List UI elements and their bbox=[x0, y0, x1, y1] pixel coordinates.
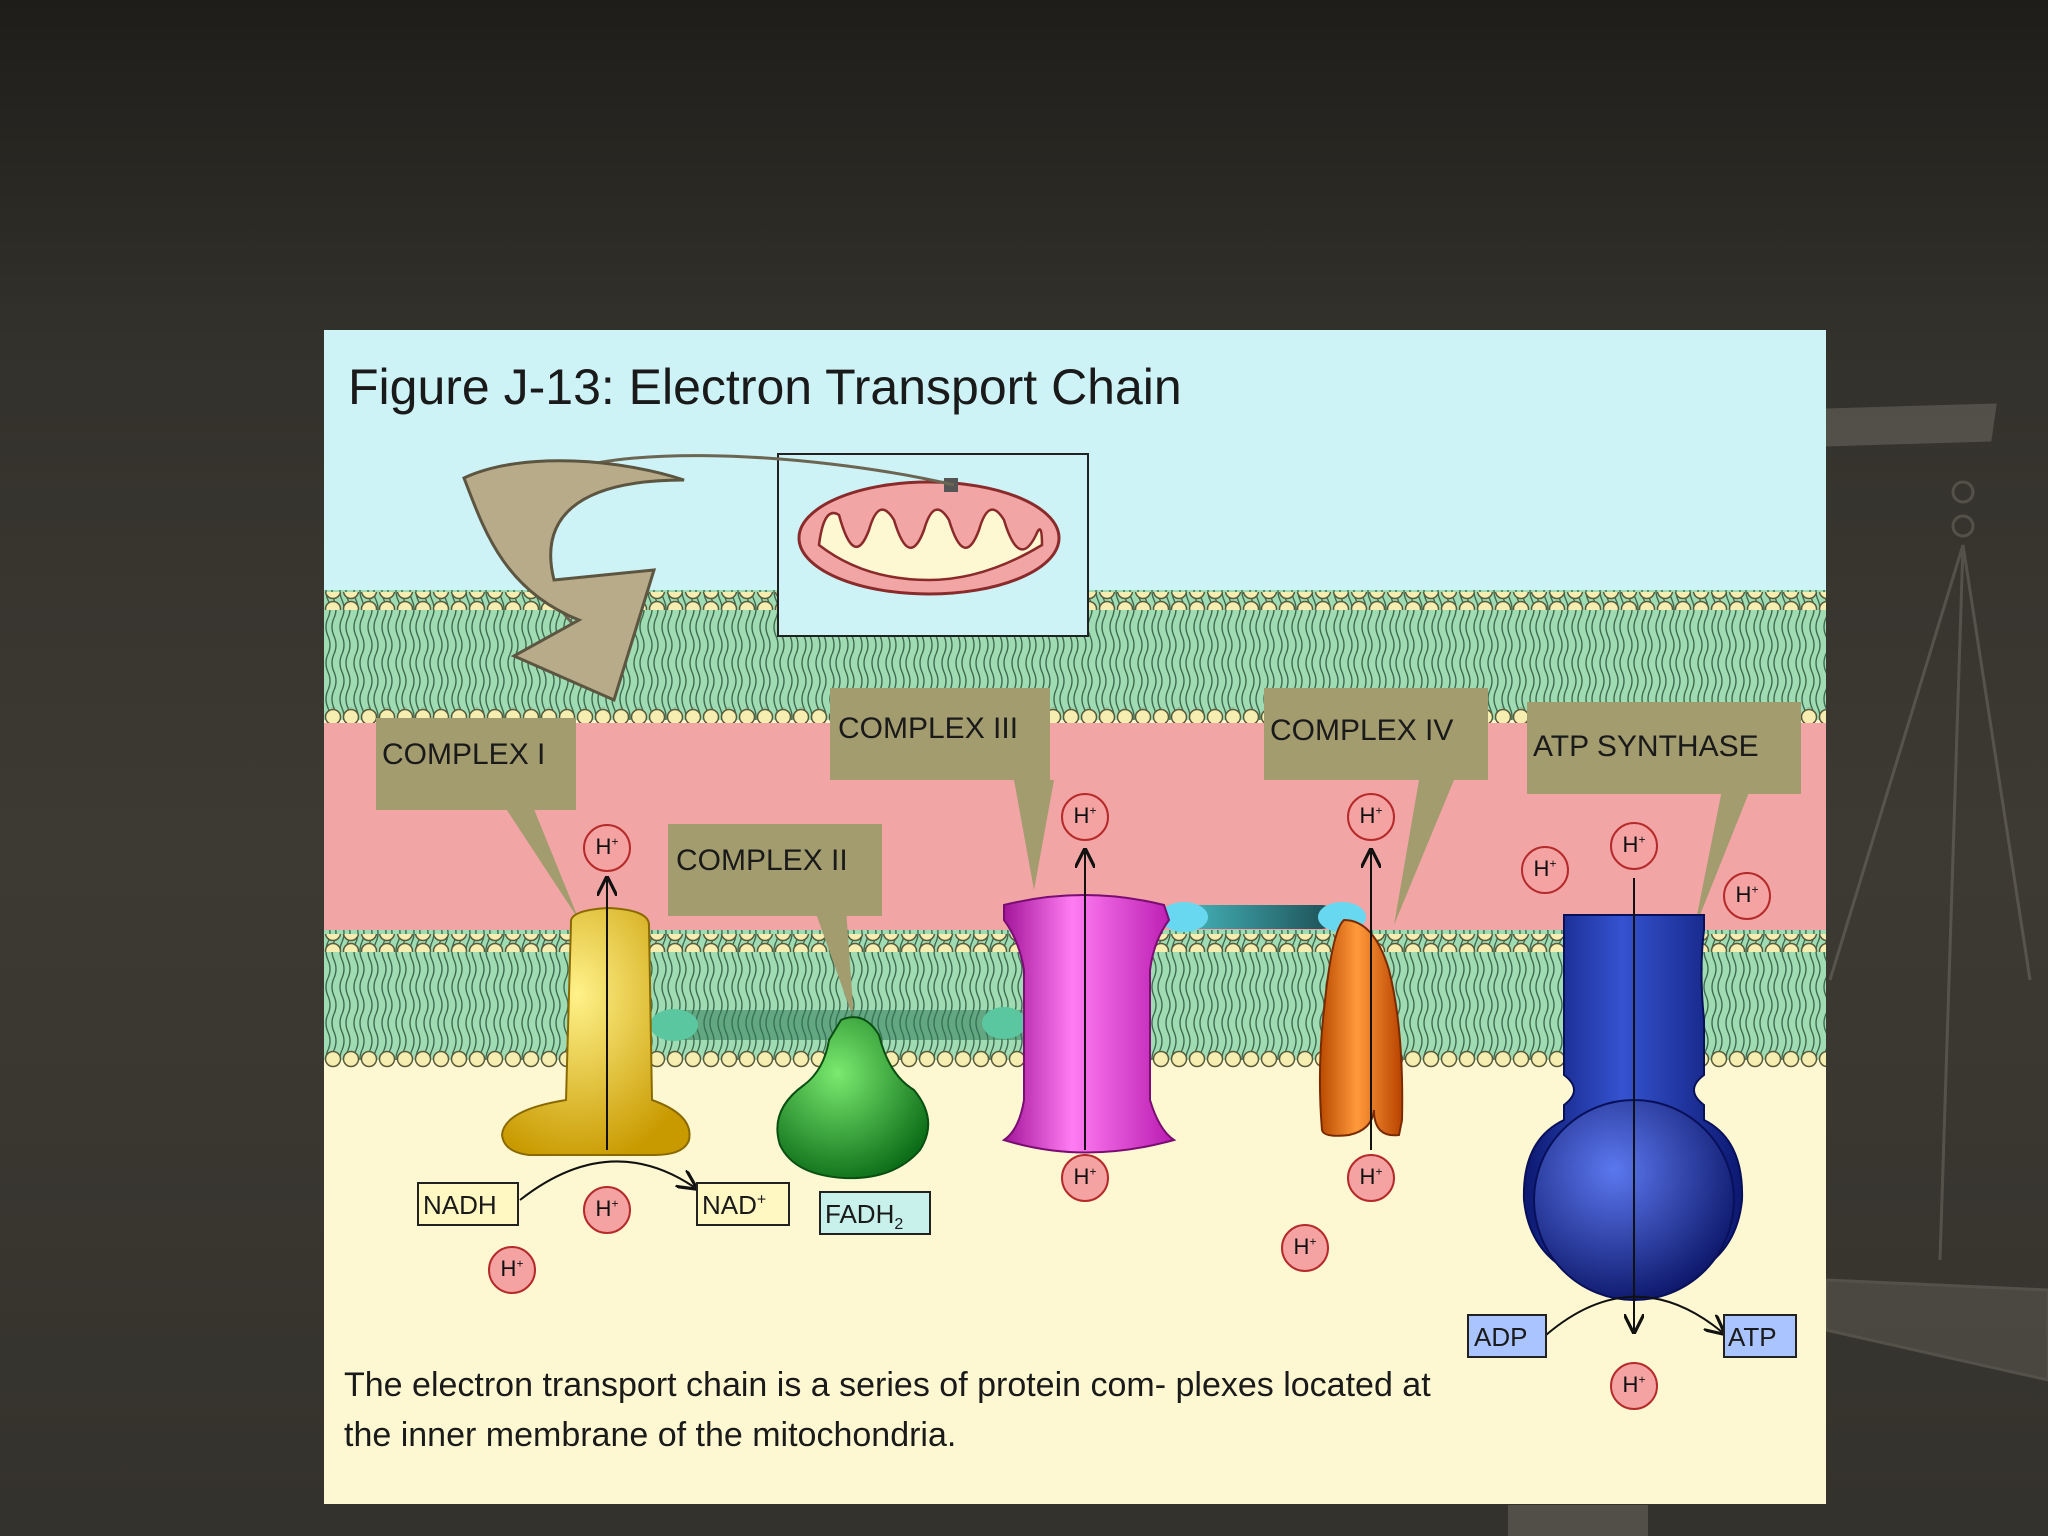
diagram-canvas bbox=[324, 330, 1826, 1410]
proton-label: H+ bbox=[1359, 803, 1383, 828]
fadh2-box bbox=[819, 1191, 931, 1235]
scales-decoration bbox=[1824, 403, 2048, 1382]
fadh2-label: FADH2 bbox=[825, 1199, 904, 1234]
proton-label: H+ bbox=[1293, 1234, 1317, 1259]
nadh-box bbox=[417, 1182, 519, 1226]
complex-i-label: COMPLEX I bbox=[382, 738, 546, 771]
complex-iii-label: COMPLEX III bbox=[838, 712, 1019, 745]
complex-iii-callout bbox=[830, 688, 1050, 780]
complex-ii-callout bbox=[668, 824, 882, 916]
proton-label: H+ bbox=[1622, 832, 1646, 857]
complex-i-callout bbox=[376, 718, 576, 810]
complex-iii-protein bbox=[1001, 894, 1177, 1154]
proton-label: H+ bbox=[595, 1196, 619, 1221]
nadh-reaction-arrow bbox=[519, 1160, 694, 1201]
nad-box bbox=[696, 1182, 790, 1226]
nad-label: NAD+ bbox=[702, 1190, 767, 1220]
proton-label: H+ bbox=[1073, 803, 1097, 828]
atp-synthase-callout bbox=[1527, 702, 1801, 794]
cytochrome-c bbox=[1164, 905, 1334, 929]
complex-iv-callout bbox=[1264, 688, 1488, 780]
adp-box bbox=[1467, 1314, 1547, 1358]
proton-label: H+ bbox=[595, 834, 619, 859]
nadh-label: NADH bbox=[423, 1190, 497, 1220]
proton-label: H+ bbox=[1533, 856, 1557, 881]
atp-box bbox=[1723, 1314, 1797, 1358]
proton-label: H+ bbox=[1073, 1164, 1097, 1189]
zoom-arrow bbox=[462, 459, 685, 703]
complex-iv-label: COMPLEX IV bbox=[1270, 714, 1454, 747]
complex-ii-protein bbox=[776, 1016, 930, 1180]
proton-label: H+ bbox=[1622, 1372, 1646, 1397]
figure-title: Figure J-13: Electron Transport Chain bbox=[348, 359, 1182, 415]
complex-iv-protein bbox=[1318, 918, 1404, 1137]
figure-caption: The electron transport chain is a series… bbox=[344, 1366, 1431, 1454]
adp-label: ADP bbox=[1474, 1322, 1528, 1352]
atp-reaction-arrow bbox=[1545, 1295, 1722, 1335]
complex-i-protein bbox=[500, 906, 691, 1156]
atp-label: ATP bbox=[1728, 1322, 1777, 1352]
electron-transport-chain-figure: Figure J-13: Electron Transport Chain CO… bbox=[324, 330, 1826, 1504]
proton-label: H+ bbox=[500, 1256, 524, 1281]
complex-ii-label: COMPLEX II bbox=[676, 844, 848, 877]
atp-synthase-label: ATP SYNTHASE bbox=[1533, 730, 1759, 763]
proton-label: H+ bbox=[1735, 882, 1759, 907]
proton-label: H+ bbox=[1359, 1164, 1383, 1189]
